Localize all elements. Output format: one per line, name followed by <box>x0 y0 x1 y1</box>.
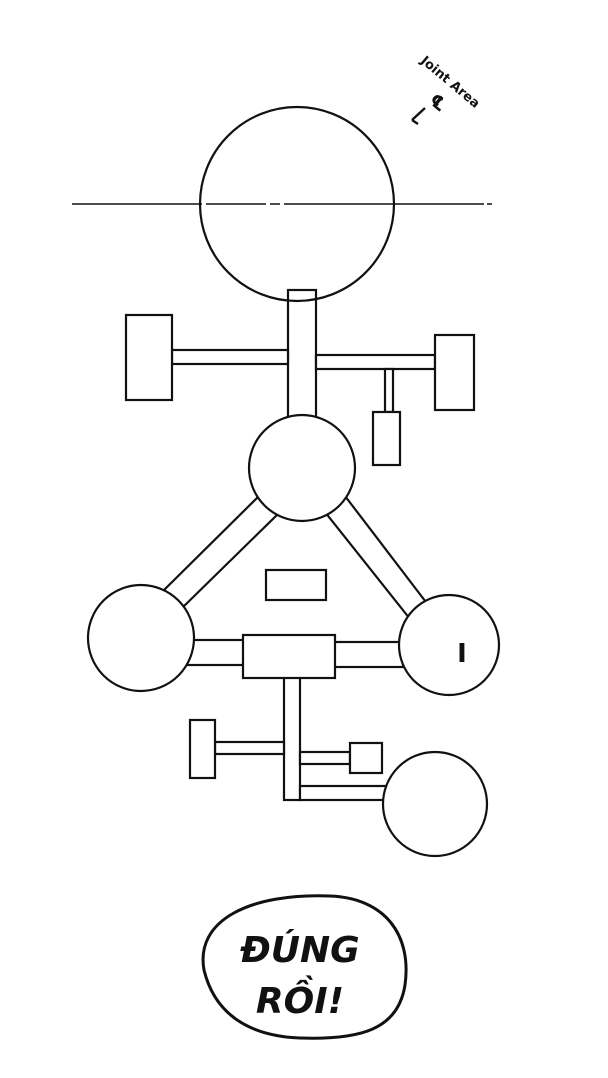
corridor-to-bottom-circle <box>298 784 392 802</box>
arrow-icon <box>411 107 426 125</box>
room-small-rect <box>371 410 402 467</box>
speech-bubble <box>201 894 408 1040</box>
room-bottom-small-rect <box>348 741 384 775</box>
corridor-left-arm <box>170 348 290 366</box>
room-right-rect <box>433 333 476 412</box>
corridor-diagonal-left <box>160 493 282 612</box>
room-center-rect <box>241 633 337 680</box>
corridor-branch-down <box>383 367 395 414</box>
circle-left <box>86 583 196 693</box>
circle-bottom-right <box>381 750 489 858</box>
room-bottom-left-rect <box>188 718 217 780</box>
circle-right <box>397 593 501 697</box>
centerline-symbol: ℄ <box>425 90 451 116</box>
corridor-vertical-top <box>286 288 318 427</box>
corridor-vertical-bottom <box>282 674 302 802</box>
corridor-right-arm <box>314 353 437 371</box>
corridor-bottom-right-branch <box>298 750 352 766</box>
room-label: I <box>457 639 467 669</box>
corridor-diagonal-right <box>323 494 434 626</box>
circle-top-large <box>198 105 396 303</box>
corridor-horizontal-right <box>331 640 405 669</box>
corridor-bottom-left-branch <box>213 740 286 756</box>
circle-middle <box>247 413 357 523</box>
room-left-rect <box>124 313 174 402</box>
speech-line-1: ĐÚNG <box>239 929 359 971</box>
speech-line-2: RỒI! <box>256 975 344 1022</box>
room-center-small-rect <box>264 568 328 602</box>
